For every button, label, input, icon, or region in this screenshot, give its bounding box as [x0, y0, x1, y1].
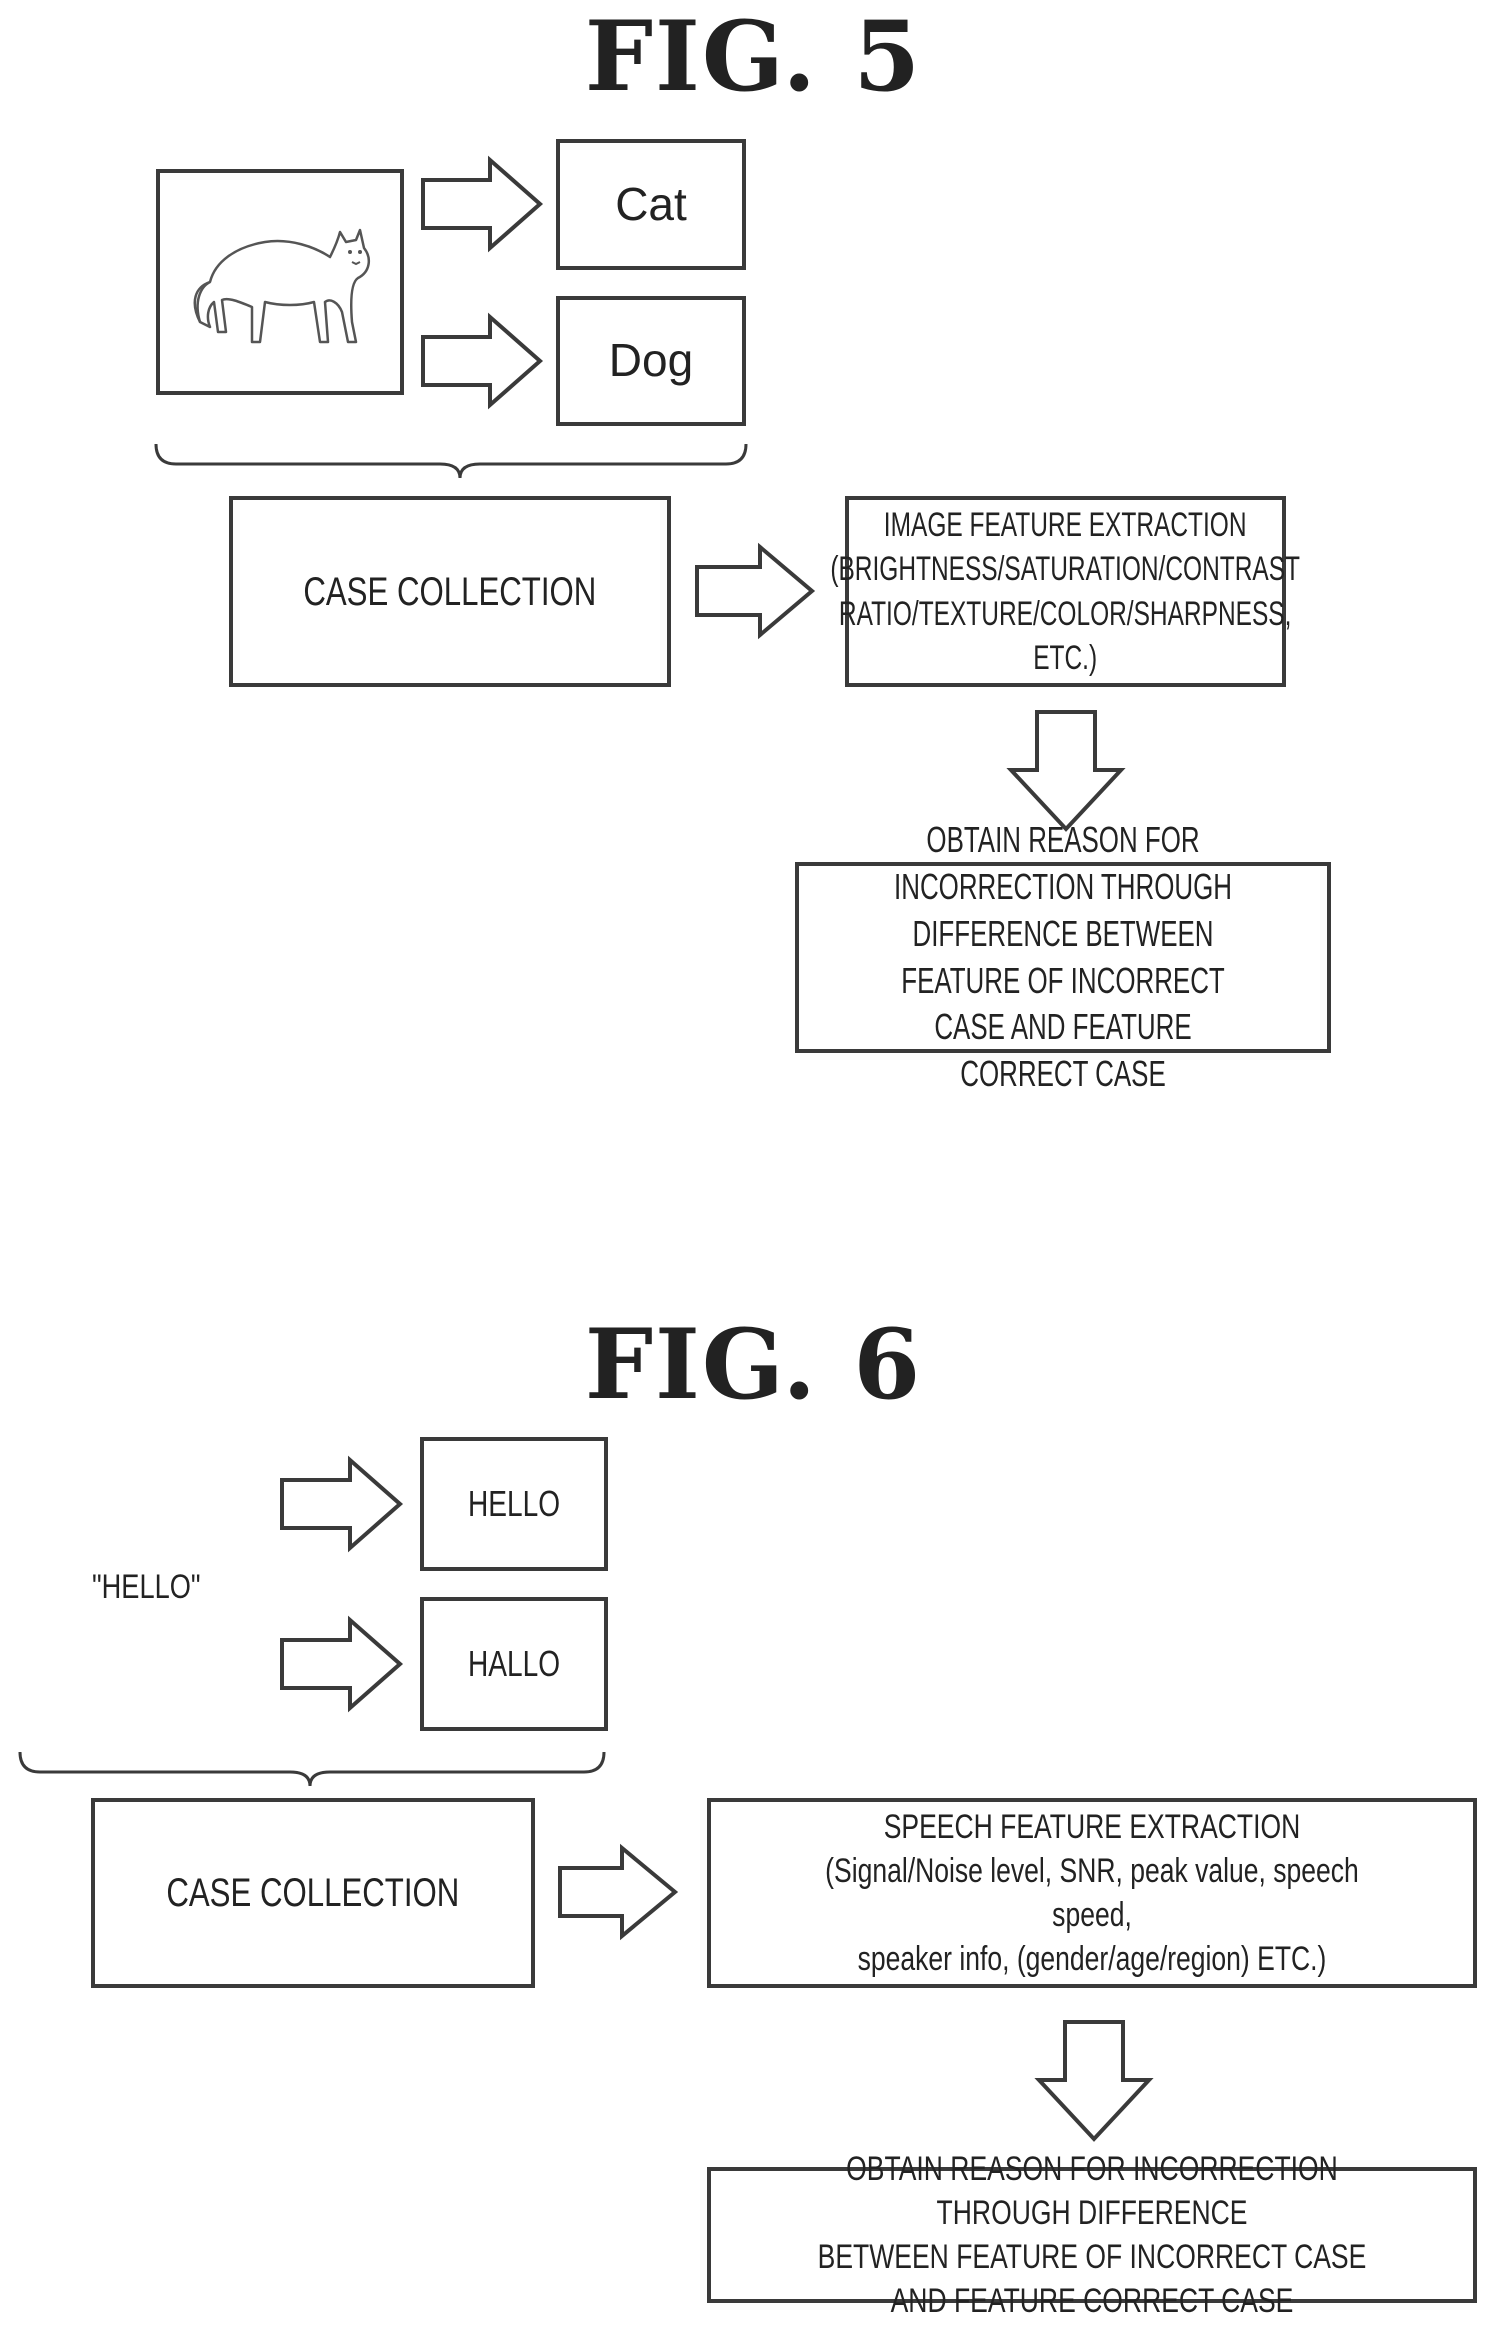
fig6-arrow-down — [1039, 2022, 1149, 2139]
fig5-arrow-down — [1011, 712, 1121, 829]
fig6-arrow-to-feature — [560, 1848, 675, 1936]
fig6-arrow-to-hallo — [282, 1620, 400, 1708]
fig5-arrow-to-feature — [697, 547, 812, 635]
fig5-arrow-to-cat — [423, 160, 540, 248]
fig6-grouping-brace — [20, 1752, 604, 1786]
fig5-arrow-to-dog — [423, 317, 540, 405]
fig6-arrow-to-hello — [282, 1460, 400, 1548]
fig5-grouping-brace — [156, 444, 746, 478]
